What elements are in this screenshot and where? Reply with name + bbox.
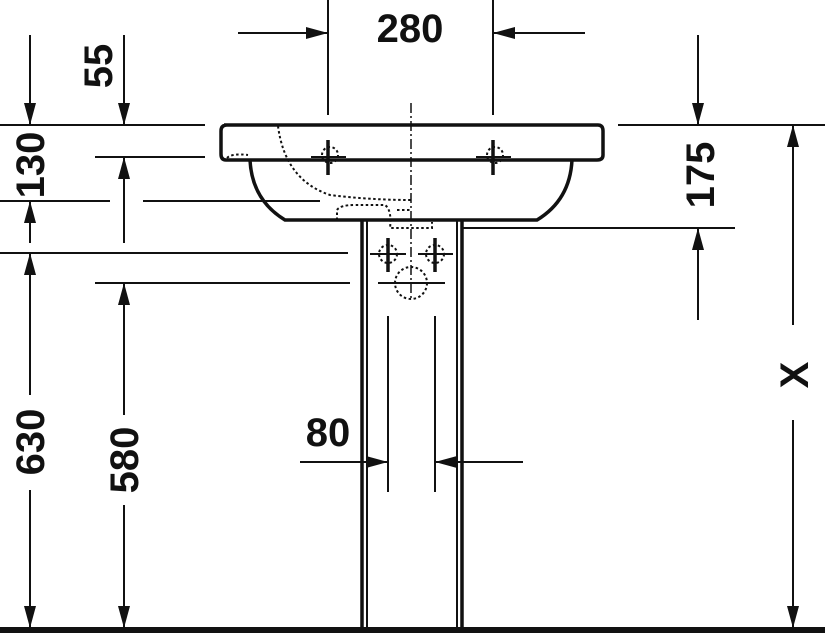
dim-630: 630	[9, 409, 53, 476]
dimension-labels: 280 55 130 175 630 580 80 X	[9, 7, 817, 493]
dim-130: 130	[9, 132, 53, 199]
dim-x: X	[773, 361, 817, 388]
tap-hole-right-icon	[476, 140, 511, 175]
dim-55: 55	[77, 44, 121, 89]
dim-580: 580	[103, 427, 147, 494]
dim-80: 80	[306, 411, 351, 455]
dim-175: 175	[679, 142, 723, 209]
tap-hole-left-icon	[311, 140, 346, 175]
dim-280: 280	[377, 7, 444, 51]
pedestal	[360, 220, 464, 628]
washbasin-outline	[219, 103, 605, 300]
